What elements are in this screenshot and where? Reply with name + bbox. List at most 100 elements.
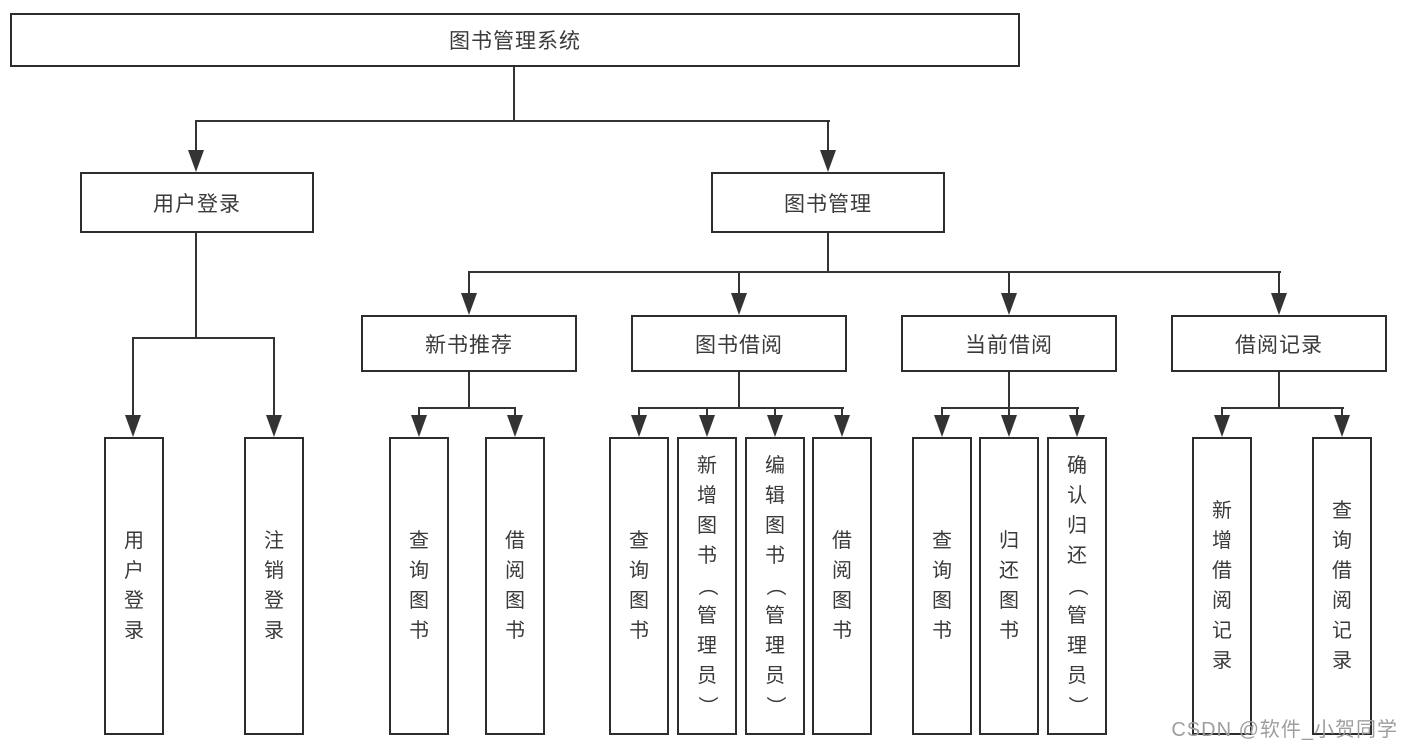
arrow-down-icon [1271,293,1287,315]
connector-userlogin-rail [132,337,275,339]
connector-stem-book-mgmt [827,120,829,152]
node-book-management-label: 图书管理 [784,192,872,216]
connector-stem-leaf-login [132,337,134,417]
vertical-char: 还 [1067,545,1087,567]
vertical-char: ） [696,696,718,716]
vertical-char: 图 [832,590,852,612]
vertical-char: （ [696,576,718,596]
connector-stem-new-book [468,271,470,295]
vertical-char: 登 [124,590,144,612]
leaf-add-borrow-record: 新增借阅记录 [1192,437,1252,735]
leaf-logout: 注销登录 [244,437,304,735]
leaf-borrow-books: 借阅图书 [812,437,872,735]
connector-stem [941,407,943,417]
connector-bookborrow-rail [638,407,844,409]
vertical-char: 管 [697,605,717,627]
vertical-char: 阅 [1332,590,1352,612]
connector-stem [418,407,420,417]
vertical-char: 询 [932,560,952,582]
arrow-down-icon [1334,415,1350,437]
node-new-book-recommend: 新书推荐 [361,315,577,372]
node-current-borrow: 当前借阅 [901,315,1117,372]
connector-stem [1341,407,1343,417]
vertical-char: 记 [1332,620,1352,642]
connector-currentborrow-drop [1008,372,1010,407]
arrow-down-icon [266,415,282,437]
vertical-char: 理 [765,635,785,657]
leaf-confirm-return-admin: 确认归还（管理员） [1047,437,1107,735]
connector-stem [1221,407,1223,417]
vertical-char: 书 [765,545,785,567]
vertical-char: 询 [1332,530,1352,552]
connector-bookmgmt-drop [827,233,829,271]
arrow-down-icon [1001,415,1017,437]
leaf-borrow-books-recommend: 借阅图书 [485,437,545,735]
vertical-char: 书 [629,620,649,642]
leaf-user-login: 用户登录 [104,437,164,735]
arrow-down-icon [125,415,141,437]
connector-stem [638,407,640,417]
vertical-char: 借 [1332,560,1352,582]
node-book-borrow: 图书借阅 [631,315,847,372]
vertical-char: 图 [765,515,785,537]
vertical-char: 还 [999,560,1019,582]
connector-currentborrow-rail [941,407,1079,409]
vertical-char: 增 [1212,530,1232,552]
leaf-query-books-current: 查询图书 [912,437,972,735]
arrow-down-icon [834,415,850,437]
vertical-char: 记 [1212,620,1232,642]
vertical-char: ） [1066,696,1088,716]
node-new-book-recommend-label: 新书推荐 [425,333,513,357]
connector-stem-leaf-logout [273,337,275,417]
arrow-down-icon [934,415,950,437]
vertical-char: 询 [629,560,649,582]
node-borrow-records-label: 借阅记录 [1235,333,1323,357]
vertical-char: 管 [765,605,785,627]
vertical-char: 录 [1212,650,1232,672]
connector-newbook-drop [468,372,470,407]
node-book-borrow-label: 图书借阅 [695,333,783,357]
connector-bookmgmt-rail [468,271,1281,273]
vertical-char: 员 [1067,665,1087,687]
arrow-down-icon [731,293,747,315]
vertical-char: 书 [697,545,717,567]
connector-borrowrecords-drop [1278,372,1280,407]
connector-stem [514,407,516,417]
arrow-down-icon [1069,415,1085,437]
connector-stem-user-login [195,120,197,152]
vertical-char: 书 [832,620,852,642]
vertical-char: （ [764,576,786,596]
vertical-char: 书 [932,620,952,642]
node-user-login: 用户登录 [80,172,314,233]
connector-root-drop [513,67,515,120]
node-current-borrow-label: 当前借阅 [965,333,1053,357]
connector-bookborrow-drop [738,372,740,407]
vertical-char: 理 [1067,635,1087,657]
vertical-char: 图 [629,590,649,612]
vertical-char: 阅 [832,560,852,582]
vertical-char: 询 [409,560,429,582]
connector-userlogin-drop [195,233,197,337]
vertical-char: 员 [765,665,785,687]
vertical-char: 查 [1332,500,1352,522]
vertical-char: 查 [409,530,429,552]
connector-borrowrecords-rail [1221,407,1344,409]
csdn-watermark: CSDN @软件_小贺同学 [1171,719,1398,741]
arrow-down-icon [767,415,783,437]
connector-stem [1076,407,1078,417]
connector-stem [1008,407,1010,417]
leaf-query-books-borrow: 查询图书 [609,437,669,735]
vertical-char: 查 [932,530,952,552]
connector-stem [774,407,776,417]
arrow-down-icon [1214,415,1230,437]
arrow-down-icon [820,150,836,172]
arrow-down-icon [188,150,204,172]
vertical-char: 增 [697,485,717,507]
vertical-char: 新 [1212,500,1232,522]
vertical-char: 户 [124,560,144,582]
leaf-query-borrow-record: 查询借阅记录 [1312,437,1372,735]
vertical-char: 图 [697,515,717,537]
leaf-return-books: 归还图书 [979,437,1039,735]
arrow-down-icon [1001,293,1017,315]
vertical-char: 登 [264,590,284,612]
